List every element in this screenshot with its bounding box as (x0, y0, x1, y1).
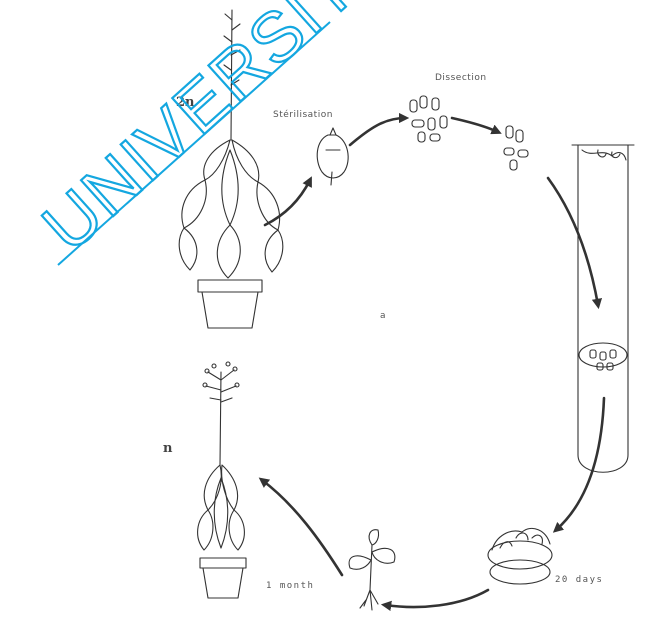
dissection-label: Dissection (435, 73, 487, 83)
watermark-text: UNIVERSIT (28, 0, 371, 266)
center-mark-label: a (380, 311, 386, 321)
arrow-to-culture-tube (548, 178, 598, 305)
seedling-illustration (349, 530, 395, 610)
arrow-to-anthers (452, 118, 498, 132)
arrow-to-callus (556, 398, 604, 530)
dissected-anthers-illustration (410, 96, 447, 142)
one-month-label: 1 month (266, 581, 314, 591)
ploidy-n-label: n (163, 441, 173, 456)
anthers-illustration (504, 126, 528, 170)
arrow-to-seedling (385, 590, 488, 607)
flower-bud-illustration (317, 128, 348, 185)
arrow-to-haploid-plant (262, 480, 342, 575)
sterilisation-label: Stérilisation (273, 109, 333, 120)
arrow-to-dissection (350, 118, 405, 145)
anther-culture-illustration (488, 528, 552, 584)
watermark: UNIVERSIT (28, 0, 371, 266)
twenty-days-label: 20 days (555, 575, 603, 585)
haploid-plant-illustration (198, 362, 246, 598)
arrow-to-sterilisation (265, 180, 310, 225)
